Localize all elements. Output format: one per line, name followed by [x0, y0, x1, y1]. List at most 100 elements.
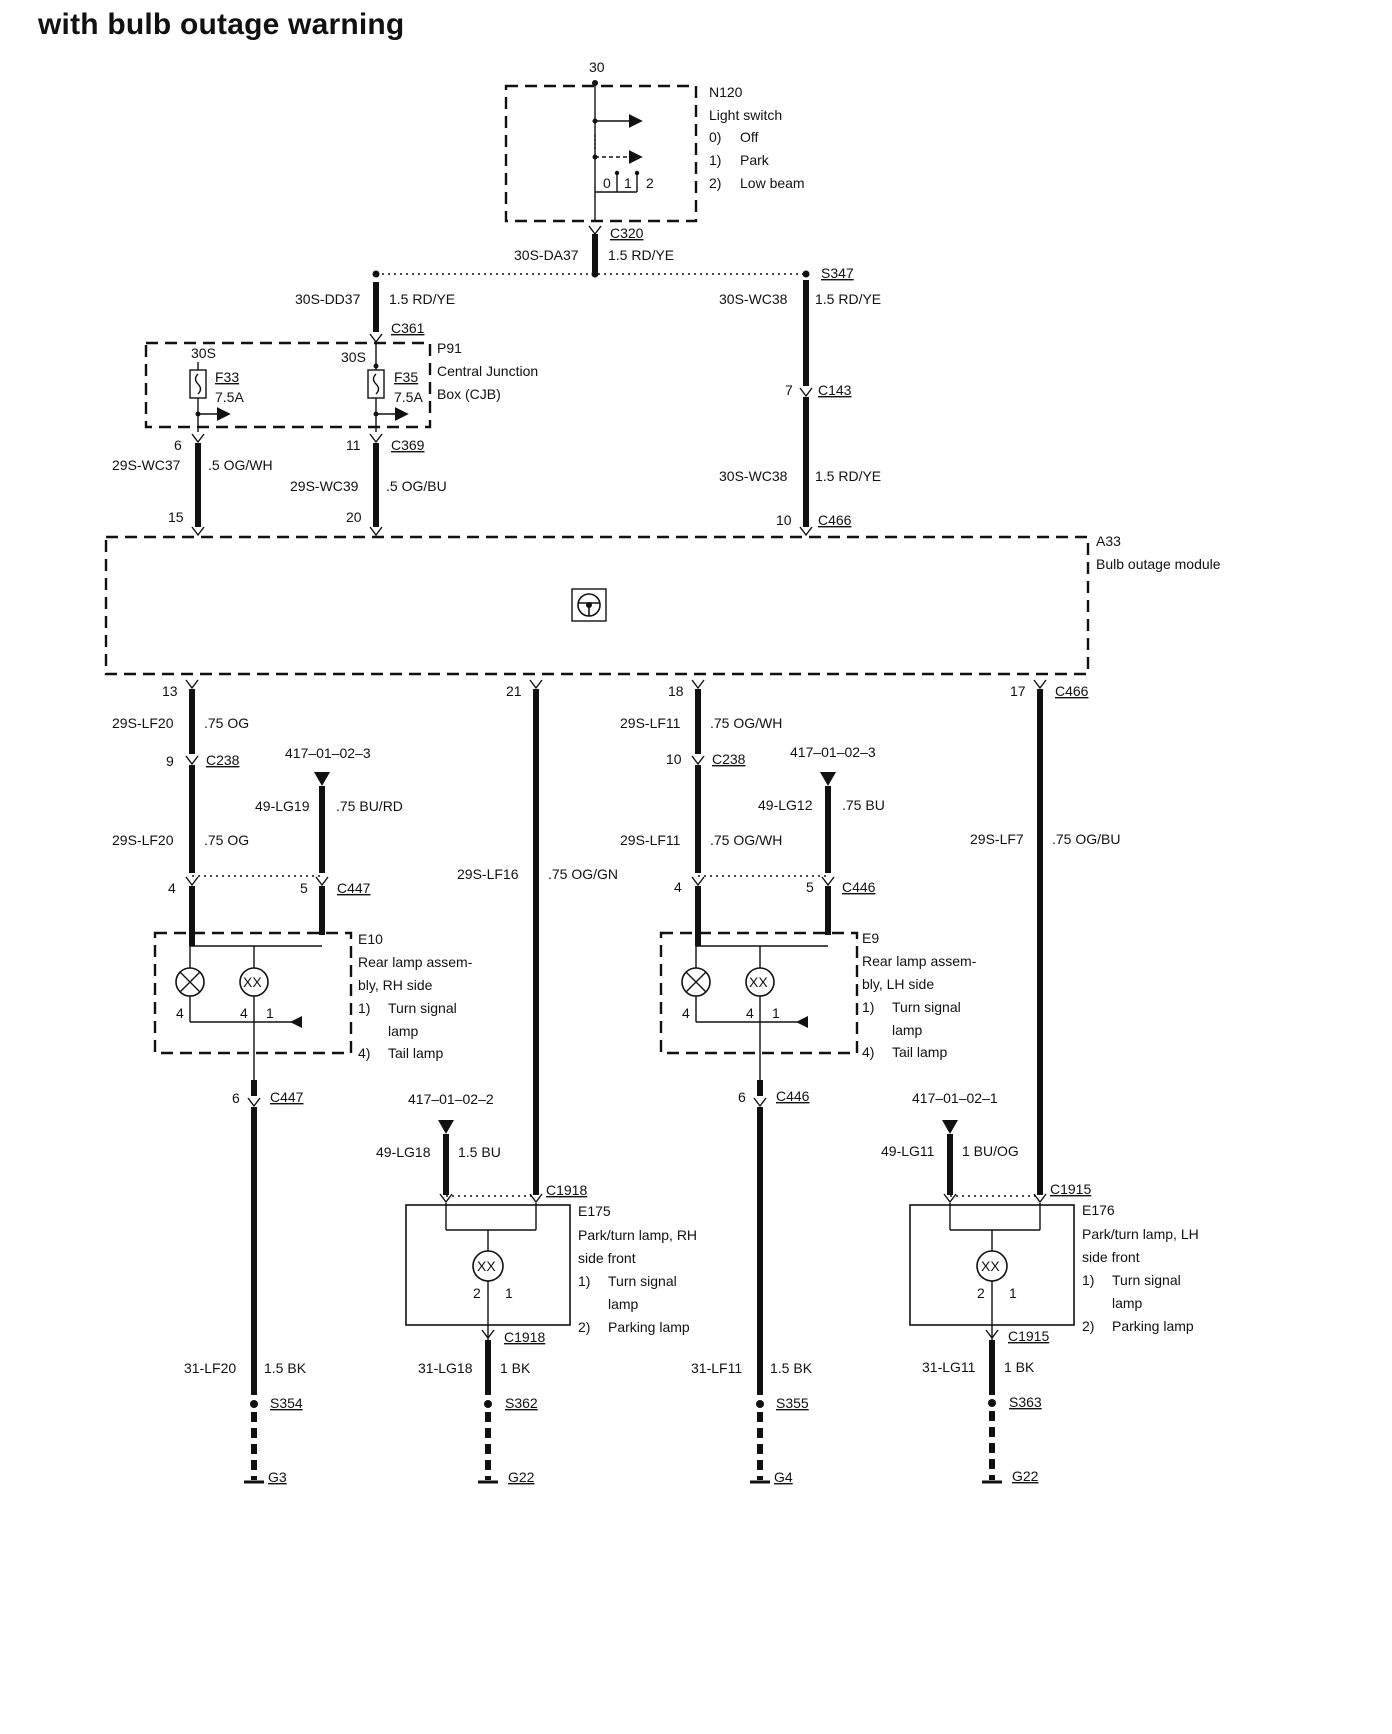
e176-l1-b: lamp	[1112, 1295, 1143, 1311]
svg-text:XX: XX	[749, 974, 768, 990]
terminal-30-label: 30	[589, 59, 605, 75]
e9-l1-num: 1)	[862, 999, 874, 1015]
bulb-outage-module: A33 Bulb outage module	[104, 533, 1221, 676]
e10-desc-1: Rear lamp assem-	[358, 954, 473, 970]
e10-id: E10	[358, 931, 383, 947]
fuse-f35-id: F35	[394, 369, 418, 385]
switch-pos-label-park: Park	[740, 152, 770, 168]
circuit-49-lg11: 49-LG11	[881, 1143, 935, 1159]
e175-pin-2: 2	[473, 1285, 481, 1301]
splice-s354: S354	[270, 1395, 303, 1411]
switch-pos-1: 1	[624, 175, 632, 191]
fuse-f33-term: 30S	[191, 345, 216, 361]
wire-lg12-spec: .75 BU	[842, 797, 885, 813]
switch-pos-label-off: Off	[740, 129, 759, 145]
e176-pin-2: 2	[977, 1285, 985, 1301]
circuit-29s-lf11-mid: 29S-LF11	[620, 832, 681, 848]
c238-pin-9: 9	[166, 753, 174, 769]
rh-rear-lamp-circuit: 29S-LF20 .75 OG 9 C238 29S-LF20 .75 OG 4…	[112, 689, 473, 1485]
circuit-29s-lf20-mid: 29S-LF20	[112, 832, 174, 848]
e10-pin-4a: 4	[176, 1005, 184, 1021]
fuse-f33-id: F33	[215, 369, 239, 385]
c447-gnd-label: C447	[270, 1089, 304, 1105]
c447-pin-5: 5	[300, 880, 308, 896]
c1915-gnd-label: C1915	[1008, 1328, 1049, 1344]
c466-pin-18: 18	[668, 683, 684, 699]
c446-pin-6: 6	[738, 1089, 746, 1105]
e10-l4: Tail lamp	[388, 1045, 443, 1061]
e176-l2: Parking lamp	[1112, 1318, 1194, 1334]
module-frame	[104, 535, 1090, 676]
wire-31-lg18-spec: 1 BK	[500, 1360, 531, 1376]
e9-pin-1: 1	[772, 1005, 780, 1021]
wire-lf11-mid-spec: .75 OG/WH	[710, 832, 782, 848]
circuit-30s-wc38-lower: 30S-WC38	[719, 468, 788, 484]
c446-gnd-label: C446	[776, 1088, 810, 1104]
c238-pin-10: 10	[666, 751, 682, 767]
circuit-31-lg11: 31-LG11	[922, 1359, 976, 1375]
c466-top-label: C466	[818, 512, 852, 528]
ground-g3: G3	[268, 1469, 287, 1485]
module-name: Bulb outage module	[1096, 556, 1221, 572]
e9-pin-4a: 4	[682, 1005, 690, 1021]
wire-wc38-lower-spec: 1.5 RD/YE	[815, 468, 881, 484]
c466-pin-20: 20	[346, 509, 362, 525]
circuit-49-lg12: 49-LG12	[758, 797, 813, 813]
circuit-30s-da37: 30S-DA37	[514, 247, 579, 263]
e175-l1-num: 1)	[578, 1273, 590, 1289]
wire-wc38-upper-spec: 1.5 RD/YE	[815, 291, 881, 307]
wire-lg19-spec: .75 BU/RD	[336, 798, 403, 814]
e9-id: E9	[862, 930, 879, 946]
ref-417-01-02-2: 417–01–02–2	[408, 1091, 494, 1107]
circuit-29s-lf20-top: 29S-LF20	[112, 715, 174, 731]
cjb-id: P91	[437, 340, 462, 356]
e9-l1-a: Turn signal	[892, 999, 961, 1015]
fuse-f35-term: 30S	[341, 349, 366, 365]
c320-connector: C320 30S-DA37 1.5 RD/YE	[514, 225, 674, 272]
e9-pin-4b: 4	[746, 1005, 754, 1021]
switch-pos-num-0: 0)	[709, 129, 721, 145]
light-switch-n120: 30 0 1 2 N120 Light switch 0) Off 1) Par…	[504, 59, 805, 223]
c369-pin-11: 11	[346, 437, 361, 453]
switch-pos-label-lowbeam: Low beam	[740, 175, 805, 191]
rh-front-lamp-circuit: 29S-LF16 .75 OG/GN 417–01–02–2 49-LG18 1…	[376, 689, 697, 1485]
cjb-frame	[144, 341, 432, 429]
wire-31-lf11-spec: 1.5 BK	[770, 1360, 813, 1376]
c447-label: C447	[337, 880, 371, 896]
e10-l1-num: 1)	[358, 1000, 370, 1016]
circuit-49-lg19: 49-LG19	[255, 798, 310, 814]
lh-rear-lamp-circuit: 29S-LF11 .75 OG/WH 10 C238 29S-LF11 .75 …	[620, 689, 977, 1485]
c466-pin-10: 10	[776, 512, 792, 528]
c361-label: C361	[391, 320, 425, 336]
c238-rh-label: C238	[206, 752, 240, 768]
circuit-31-lf11: 31-LF11	[691, 1360, 742, 1376]
rear-lamp-rh-frame	[153, 931, 353, 1055]
c466-pin-21: 21	[506, 683, 522, 699]
fuse-f33-rating: 7.5A	[215, 389, 244, 405]
e175-pin-1: 1	[505, 1285, 513, 1301]
splice-s362: S362	[505, 1395, 538, 1411]
e175-l2-num: 2)	[578, 1319, 590, 1335]
e9-desc-1: Rear lamp assem-	[862, 953, 977, 969]
e175-desc-2: side front	[578, 1250, 636, 1266]
e175-desc-1: Park/turn lamp, RH	[578, 1227, 697, 1243]
cjb-name-1: Central Junction	[437, 363, 538, 379]
c1918-gnd-label: C1918	[504, 1329, 545, 1345]
module-id: A33	[1096, 533, 1121, 549]
c447-pin-6: 6	[232, 1090, 240, 1106]
switch-pos-0: 0	[603, 175, 611, 191]
wire-dd37-spec: 1.5 RD/YE	[389, 291, 455, 307]
ground-g4: G4	[774, 1469, 793, 1485]
circuit-49-lg18: 49-LG18	[376, 1144, 431, 1160]
c143-pin-7: 7	[785, 382, 793, 398]
fuse-f35-rating: 7.5A	[394, 389, 423, 405]
switch-pos-2: 2	[646, 175, 654, 191]
splice-s355: S355	[776, 1395, 809, 1411]
wire-da37-spec: 1.5 RD/YE	[608, 247, 674, 263]
switch-id: N120	[709, 84, 743, 100]
circuit-30s-wc38-upper: 30S-WC38	[719, 291, 788, 307]
e176-l1-a: Turn signal	[1112, 1272, 1181, 1288]
steering-wheel-icon	[571, 588, 607, 622]
c369-label: C369	[391, 437, 425, 453]
c369-pin-6: 6	[174, 437, 182, 453]
